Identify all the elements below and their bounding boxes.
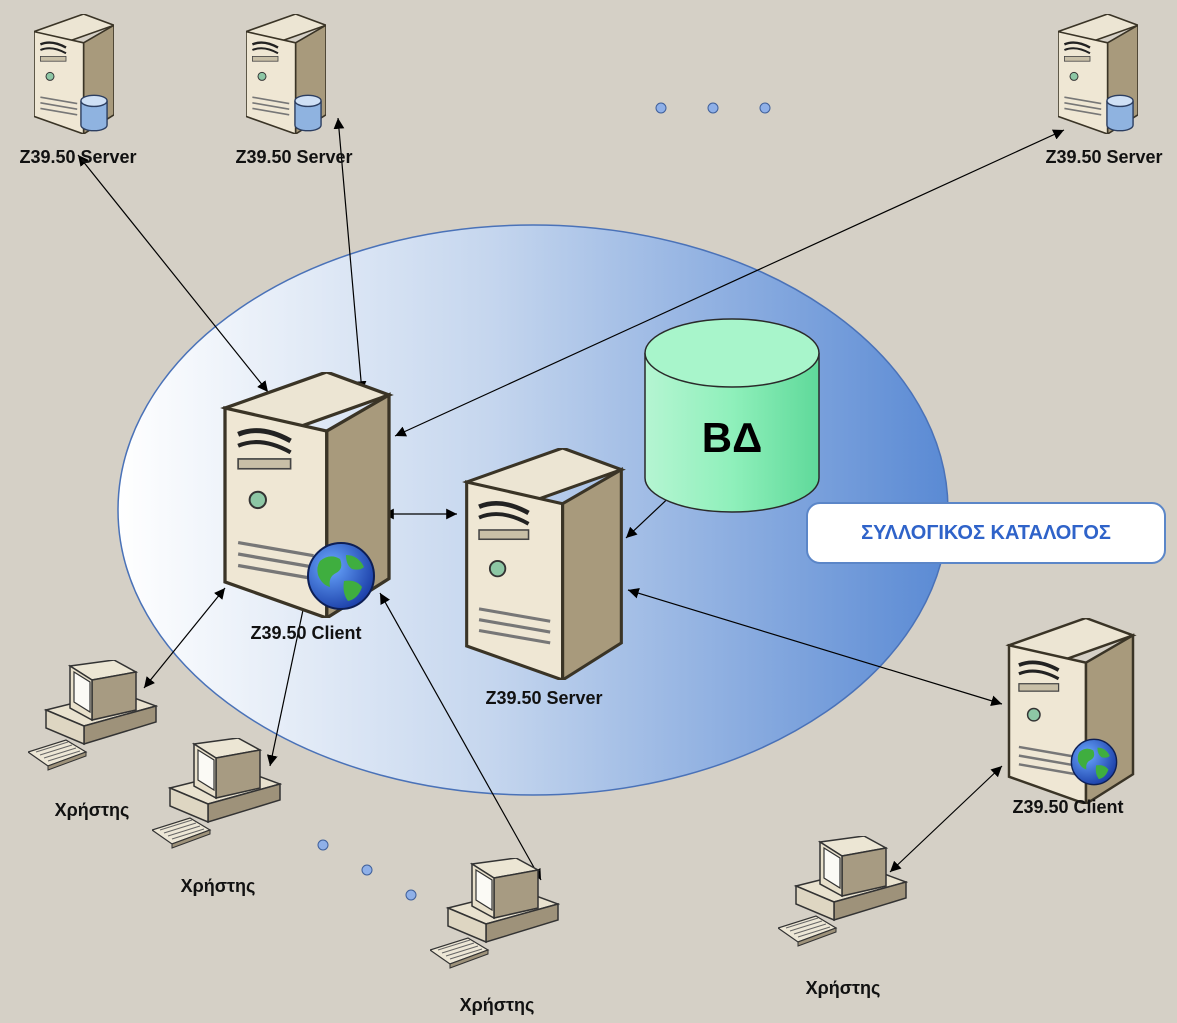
server-icon-remote-client xyxy=(1009,618,1133,804)
link-server1-client xyxy=(77,154,269,393)
link-client-user3 xyxy=(379,592,542,881)
globe-icon xyxy=(307,542,375,610)
label-user-4: Χρήστης xyxy=(805,978,881,998)
mini-db-icon xyxy=(1106,94,1134,132)
database-cylinder xyxy=(644,318,820,513)
workstation-icon-1 xyxy=(28,660,157,771)
database-label: ΒΔ xyxy=(701,414,763,461)
label-server-top-left: Z39.50 Server xyxy=(19,147,137,167)
ellipsis-dots-bottom xyxy=(317,839,417,901)
server-icon-central xyxy=(467,448,622,680)
link-remoteclient-user4 xyxy=(889,765,1003,873)
link-server3-client xyxy=(394,129,1065,437)
workstation-icon-3 xyxy=(430,858,559,969)
label-server-top-mid: Z39.50 Server xyxy=(235,147,353,167)
label-central-server: Z39.50 Server xyxy=(485,688,603,708)
workstation-icon-4 xyxy=(778,836,907,947)
catalog-label-box: ΣΥΛΛΟΓΙΚΟΣ ΚΑΤΑΛΟΓΟΣ xyxy=(806,502,1166,564)
link-server-remoteclient xyxy=(627,587,1003,707)
label-central-client: Z39.50 Client xyxy=(250,623,362,643)
connections xyxy=(77,117,1065,881)
link-server2-client xyxy=(333,117,367,393)
label-remote-client: Z39.50 Client xyxy=(1012,797,1124,817)
ellipsis-dots-top xyxy=(655,102,771,114)
mini-db-icon xyxy=(80,94,108,132)
mini-db-icon xyxy=(294,94,322,132)
label-server-top-right: Z39.50 Server xyxy=(1045,147,1163,167)
label-user-1: Χρήστης xyxy=(54,800,130,820)
workstation-icon-2 xyxy=(152,738,281,849)
label-user-2: Χρήστης xyxy=(180,876,256,896)
link-client-user2 xyxy=(266,590,311,767)
label-user-3: Χρήστης xyxy=(459,995,535,1015)
catalog-label: ΣΥΛΛΟΓΙΚΟΣ ΚΑΤΑΛΟΓΟΣ xyxy=(861,521,1111,544)
link-client-user1 xyxy=(143,587,226,689)
globe-icon xyxy=(1070,738,1118,786)
